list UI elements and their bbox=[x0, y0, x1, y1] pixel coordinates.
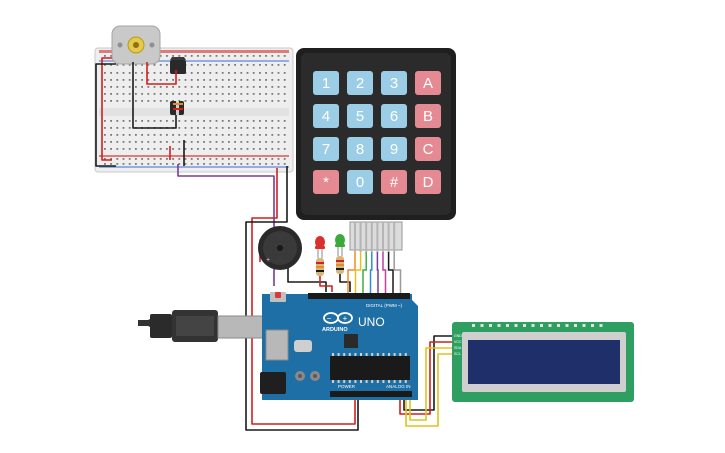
keypad-key-label: C bbox=[423, 141, 434, 158]
wire-lcd-sda[interactable] bbox=[409, 347, 456, 421]
keypad-key-#[interactable]: # bbox=[381, 170, 407, 194]
lcd-pin-vcc: VCC bbox=[454, 340, 462, 344]
keypad-wire[interactable] bbox=[376, 252, 379, 294]
keypad-key-label: 8 bbox=[356, 141, 364, 158]
wire-bb-left-black[interactable] bbox=[95, 63, 116, 167]
keypad-key-label: B bbox=[423, 108, 433, 125]
led-red[interactable] bbox=[315, 236, 325, 258]
keypad-wire[interactable] bbox=[387, 252, 394, 294]
keypad-key-label: A bbox=[423, 75, 433, 92]
keypad-key-8[interactable]: 8 bbox=[347, 137, 373, 161]
keypad-key-1[interactable]: 1 bbox=[313, 71, 339, 95]
keypad-key-D[interactable]: D bbox=[415, 170, 441, 194]
keypad-key-label: # bbox=[390, 174, 399, 191]
svg-text:+: + bbox=[343, 314, 348, 323]
keypad-key-3[interactable]: 3 bbox=[381, 71, 407, 95]
keypad-key-A[interactable]: A bbox=[415, 71, 441, 95]
keypad-pin bbox=[359, 222, 362, 252]
keypad-key-label: 0 bbox=[356, 174, 364, 191]
keypad-wire[interactable] bbox=[393, 252, 402, 294]
keypad-wire[interactable] bbox=[354, 252, 362, 294]
keypad-wire[interactable] bbox=[362, 252, 367, 294]
keypad-pin bbox=[376, 222, 379, 252]
wire-lcd-gnd[interactable] bbox=[403, 335, 456, 411]
keypad-ribbon-wires bbox=[347, 252, 402, 294]
keypad-pin bbox=[370, 222, 373, 252]
lcd-pin-gnd: GND bbox=[454, 334, 462, 338]
piezo-buzzer[interactable]: + bbox=[258, 226, 302, 270]
wire-buzzer-black[interactable] bbox=[287, 268, 327, 292]
lcd-pin-sda: SDA bbox=[454, 346, 462, 350]
svg-text:+: + bbox=[266, 257, 270, 264]
keypad-key-9[interactable]: 9 bbox=[381, 137, 407, 161]
keypad-key-label: * bbox=[323, 174, 329, 191]
keypad-key-C[interactable]: C bbox=[415, 137, 441, 161]
lcd-16x2-i2c[interactable]: GND VCC SDA SCL bbox=[452, 322, 634, 402]
lcd-top-pins bbox=[472, 324, 603, 327]
keypad-pin bbox=[354, 222, 356, 252]
keypad-key-B[interactable]: B bbox=[415, 104, 441, 128]
keypad-4x4[interactable]: 1 2 3 A 4 5 6 B 7 8 9 C * 0 # D bbox=[296, 48, 456, 252]
usb-cable[interactable] bbox=[138, 310, 267, 342]
keypad-key-2[interactable]: 2 bbox=[347, 71, 373, 95]
arduino-logo-icon: − + bbox=[323, 312, 353, 324]
keypad-key-label: 6 bbox=[390, 108, 398, 125]
keypad-pin bbox=[365, 222, 368, 252]
wire-purple[interactable] bbox=[177, 164, 275, 286]
wire-bb-left-red[interactable] bbox=[101, 57, 112, 161]
dc-motor[interactable] bbox=[111, 25, 161, 65]
keypad-wire[interactable] bbox=[347, 252, 356, 294]
keypad-key-label: D bbox=[423, 174, 434, 191]
digital-header-label: DIGITAL (PWM ~) bbox=[366, 303, 403, 308]
analog-header-label: ANALOG IN bbox=[386, 384, 411, 389]
keypad-pin bbox=[393, 222, 396, 252]
wire-led-black[interactable] bbox=[339, 272, 351, 292]
keypad-key-label: 9 bbox=[390, 141, 398, 158]
arduino-uno[interactable]: − + ARDUINO UNO DIGITAL (PWM ~) POWER AN… bbox=[260, 292, 418, 400]
led-green[interactable] bbox=[335, 234, 345, 256]
keypad-key-5[interactable]: 5 bbox=[347, 104, 373, 128]
keypad-key-label: 3 bbox=[390, 75, 398, 92]
keypad-key-label: 1 bbox=[322, 75, 330, 92]
resistor-green-led[interactable] bbox=[336, 256, 344, 274]
transistor[interactable] bbox=[170, 57, 186, 74]
keypad-key-4[interactable]: 4 bbox=[313, 104, 339, 128]
keypad-key-label: 4 bbox=[322, 108, 330, 125]
keypad-wire[interactable] bbox=[369, 252, 373, 294]
arduino-logo-text: ARDUINO bbox=[322, 327, 348, 333]
keypad-pins bbox=[354, 222, 396, 252]
keypad-pin bbox=[387, 222, 390, 252]
wire-lcd-scl[interactable] bbox=[405, 353, 456, 427]
svg-text:−: − bbox=[327, 314, 332, 323]
keypad-key-0[interactable]: 0 bbox=[347, 170, 373, 194]
wire-led-red[interactable] bbox=[319, 276, 333, 292]
lcd-pin-scl: SCL bbox=[454, 352, 461, 356]
keypad-key-7[interactable]: 7 bbox=[313, 137, 339, 161]
keypad-key-label: 2 bbox=[356, 75, 364, 92]
keypad-key-label: 5 bbox=[356, 108, 364, 125]
wire-lcd-vcc[interactable] bbox=[399, 341, 456, 415]
breadboard bbox=[94, 47, 294, 173]
keypad-keys: 1 2 3 A 4 5 6 B 7 8 9 C * 0 # D bbox=[313, 71, 441, 194]
wire-motor-red[interactable] bbox=[146, 62, 177, 85]
chip-pins bbox=[332, 353, 407, 383]
wire-motor-black[interactable] bbox=[132, 62, 177, 129]
power-header-label: POWER bbox=[338, 384, 356, 389]
arduino-model-label: UNO bbox=[358, 315, 385, 329]
keypad-key-*[interactable]: * bbox=[313, 170, 339, 194]
keypad-key-label: 7 bbox=[322, 141, 330, 158]
keypad-key-6[interactable]: 6 bbox=[381, 104, 407, 128]
keypad-pin bbox=[382, 222, 384, 252]
breadboard-diode[interactable] bbox=[170, 101, 184, 115]
resistor-red-led[interactable] bbox=[316, 258, 324, 276]
keypad-wire[interactable] bbox=[382, 252, 387, 294]
